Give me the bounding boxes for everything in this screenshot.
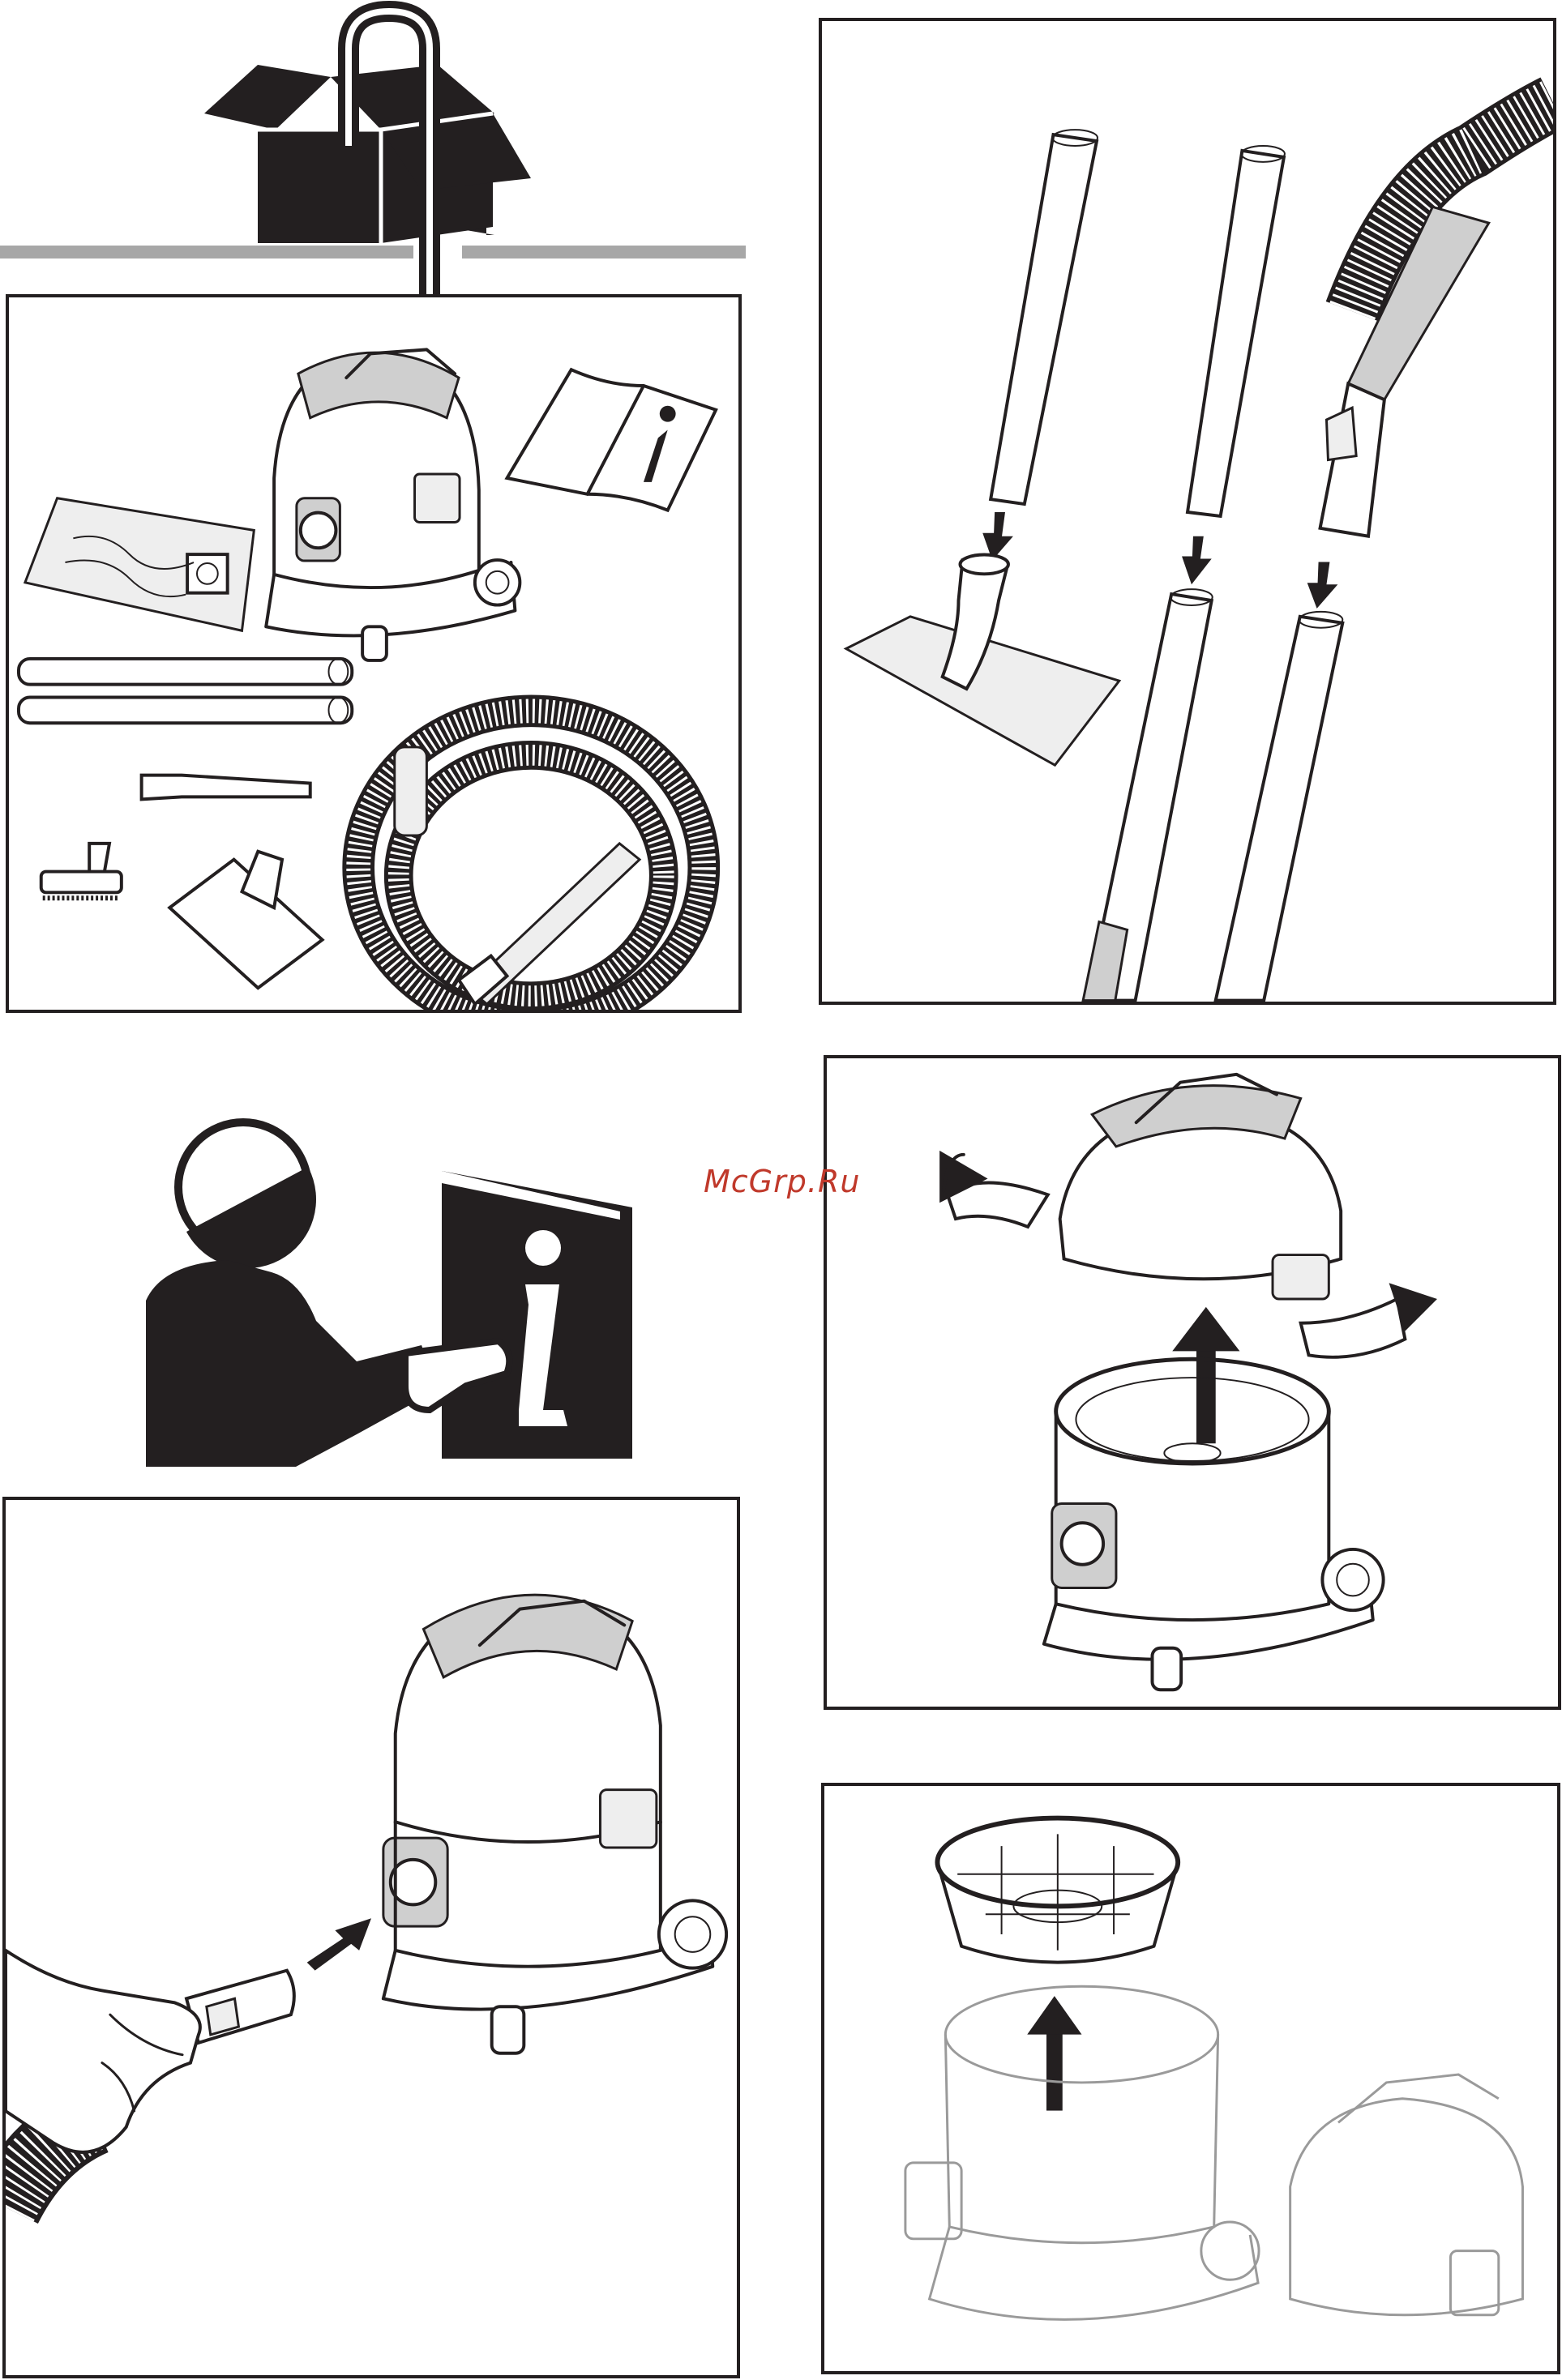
contents-panel [6,294,742,1013]
tube-assembly-panel [819,18,1556,1005]
hose-insertion-panel [2,1497,740,2378]
box-with-hose-arrow-icon [0,0,746,296]
filter-basket-removal-illustration [824,1786,1557,2371]
tube-assembly-illustration [822,21,1553,1002]
filter-removal-panel [821,1783,1560,2374]
lid-removal-panel [824,1055,1561,1710]
vacuum-contents-illustration [9,297,738,1010]
person-reading-manual-icon [138,1118,640,1467]
read-manual-icon-area [138,1118,640,1467]
unpack-icon-area [0,0,746,296]
hose-insertion-illustration [6,1500,737,2375]
watermark: McGrp.Ru [704,1164,860,1199]
lid-removal-illustration [827,1058,1558,1707]
